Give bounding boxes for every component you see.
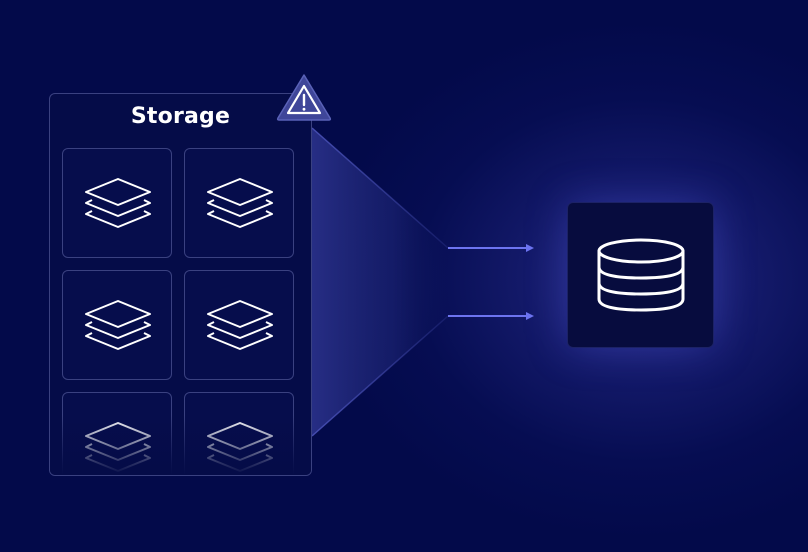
storage-tile: [62, 270, 172, 380]
funnel-beam: [312, 128, 448, 436]
storage-panel: Storage: [49, 93, 312, 476]
layers-icon: [85, 178, 151, 228]
database-card: [567, 202, 714, 348]
storage-tile: [184, 148, 294, 258]
layers-icon: [207, 178, 273, 228]
funnel-edge-bottom: [311, 315, 449, 437]
arrow-top-head: [526, 244, 534, 252]
funnel-edge-top: [311, 127, 449, 249]
storage-title: Storage: [130, 104, 231, 129]
storage-tile: [62, 148, 172, 258]
layers-icon: [85, 300, 151, 350]
arrow-bottom-head: [526, 312, 534, 320]
storage-tile: [184, 270, 294, 380]
warning-icon: [276, 74, 332, 121]
database-icon: [597, 238, 685, 312]
layers-icon: [207, 300, 273, 350]
storage-fade-overlay: [50, 415, 311, 475]
